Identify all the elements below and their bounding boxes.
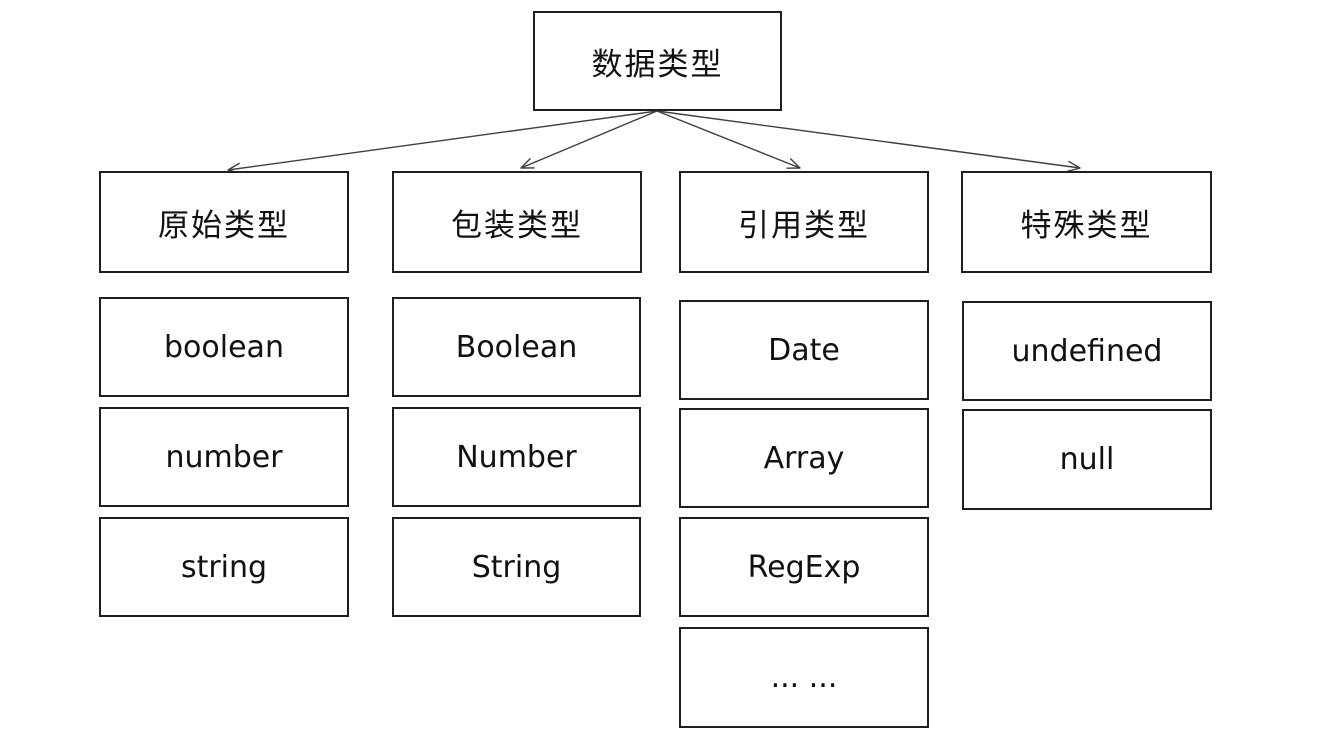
type-node-undefined: undefined — [962, 301, 1212, 401]
type-node-string-wrapper: String — [392, 517, 641, 617]
type-node-boolean: boolean — [99, 297, 349, 397]
arrow-root-to-reference — [656, 110, 801, 169]
type-node-string: string — [99, 517, 349, 617]
type-node-null: null — [962, 409, 1212, 510]
type-node-number: number — [99, 407, 349, 507]
category-node-special: 特殊类型 — [961, 171, 1212, 273]
type-node-ellipsis: ... ... — [679, 627, 929, 728]
type-node-boolean-wrapper: Boolean — [392, 297, 641, 397]
type-node-array: Array — [679, 408, 929, 508]
type-node-date: Date — [679, 300, 929, 400]
root-node-data-types: 数据类型 — [533, 11, 782, 111]
category-node-reference: 引用类型 — [679, 171, 929, 273]
arrow-root-to-primitive — [227, 110, 658, 175]
type-node-number-wrapper: Number — [392, 407, 641, 507]
arrow-root-to-wrapper — [520, 110, 658, 169]
arrow-root-to-special — [656, 110, 1081, 173]
type-node-regexp: RegExp — [679, 517, 929, 617]
category-node-primitive: 原始类型 — [99, 171, 349, 273]
category-node-wrapper: 包装类型 — [392, 171, 642, 273]
